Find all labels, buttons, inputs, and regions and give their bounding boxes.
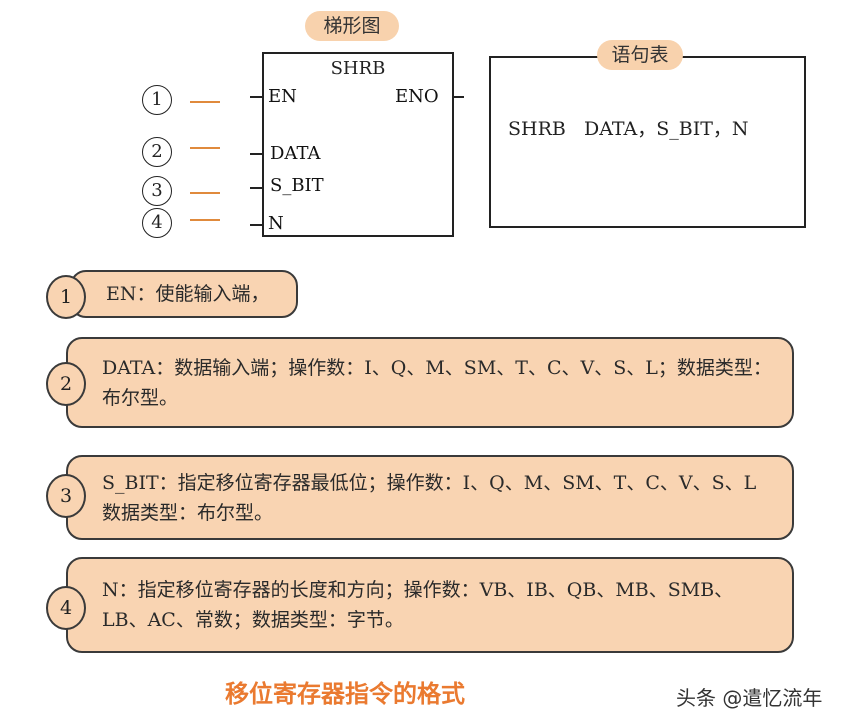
statement-label: 语句表 [597, 40, 683, 70]
marker-dash [190, 147, 220, 149]
card-n: N：指定移位寄存器的长度和方向；操作数：VB、IB、QB、MB、SMB、LB、A… [66, 557, 794, 653]
pin-data: DATA [270, 143, 321, 164]
pin-line [452, 96, 464, 98]
marker-dash [190, 219, 220, 221]
card-number: 1 [46, 275, 86, 319]
card-en: EN：使能输入端， [70, 270, 298, 318]
ladder-label: 梯形图 [305, 11, 399, 41]
pin-line [250, 187, 262, 189]
pin-eno: ENO [395, 86, 439, 107]
pin-line [250, 224, 262, 226]
card-text: S_BIT：指定移位寄存器最低位；操作数：I、Q、M、SM、T、C、V、S、L数… [102, 471, 757, 524]
pin-en: EN [268, 86, 297, 107]
block-name: SHRB [330, 58, 386, 79]
card-number: 4 [46, 586, 86, 630]
marker-dash [190, 192, 220, 194]
card-data: DATA：数据输入端；操作数：I、Q、M、SM、T、C、V、S、L；数据类型：布… [66, 337, 794, 428]
caption: 移位寄存器指令的格式 [225, 680, 465, 708]
marker-dash [190, 101, 220, 103]
watermark: 头条 @遣忆流年 [676, 686, 823, 710]
marker-4: 4 [142, 208, 172, 238]
statement-box: SHRB DATA，S_BIT，N [489, 56, 806, 228]
marker-2: 2 [142, 137, 172, 167]
shrb-block: SHRB [262, 52, 454, 237]
pin-line [250, 153, 262, 155]
card-text: EN：使能输入端， [106, 283, 270, 305]
marker-1: 1 [142, 85, 172, 115]
card-number: 3 [46, 474, 86, 518]
card-s-bit: S_BIT：指定移位寄存器最低位；操作数：I、Q、M、SM、T、C、V、S、L数… [66, 455, 794, 540]
card-text: DATA：数据输入端；操作数：I、Q、M、SM、T、C、V、S、L；数据类型：布… [102, 356, 772, 409]
pin-n: N [268, 213, 284, 234]
card-text: N：指定移位寄存器的长度和方向；操作数：VB、IB、QB、MB、SMB、LB、A… [102, 579, 734, 631]
pin-s-bit: S_BIT [270, 175, 324, 196]
statement-code: SHRB DATA，S_BIT，N [508, 118, 749, 140]
pin-line [250, 96, 262, 98]
card-number: 2 [46, 362, 86, 406]
marker-3: 3 [142, 176, 172, 206]
